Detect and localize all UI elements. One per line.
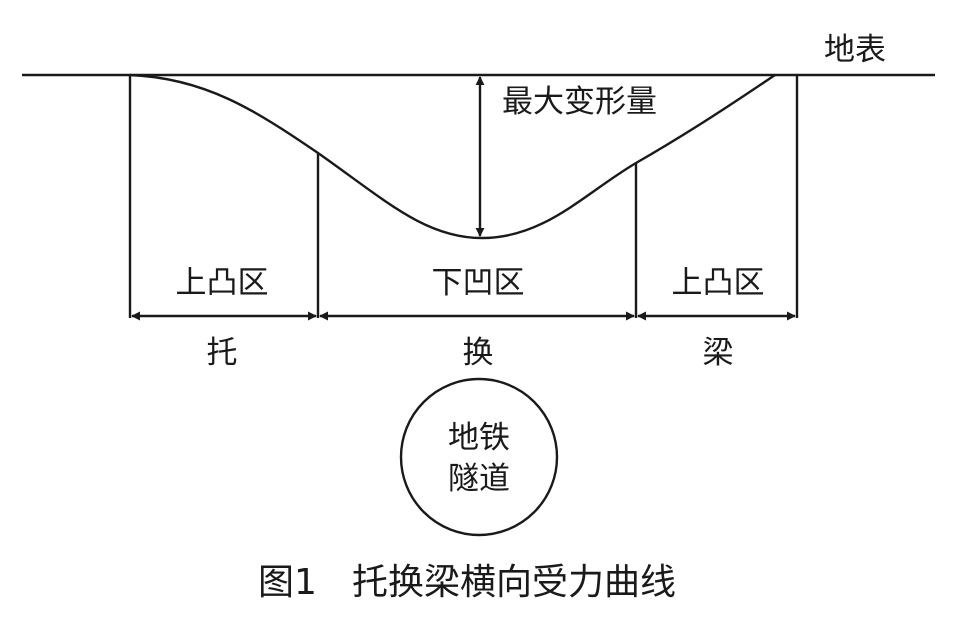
- figure-number: 图1: [258, 562, 317, 603]
- beam-label-right: 梁: [703, 335, 734, 371]
- deformation-curve: [129, 73, 776, 240]
- zone-label-left: 上凸区: [176, 265, 269, 301]
- beam-label-left: 托: [207, 335, 238, 371]
- tunnel-circle: [399, 377, 559, 537]
- tunnel-label-line1: 地铁: [448, 420, 510, 456]
- figure-title: 托换梁横向受力曲线: [352, 562, 676, 603]
- max-deformation-label: 最大变形量: [502, 84, 657, 120]
- tunnel-label-line2: 隧道: [448, 461, 510, 497]
- beam-label-middle: 换: [463, 335, 494, 371]
- zone-label-right: 上凸区: [672, 265, 765, 301]
- ground-label: 地表: [824, 32, 886, 68]
- zone-label-middle: 下凹区: [432, 265, 525, 301]
